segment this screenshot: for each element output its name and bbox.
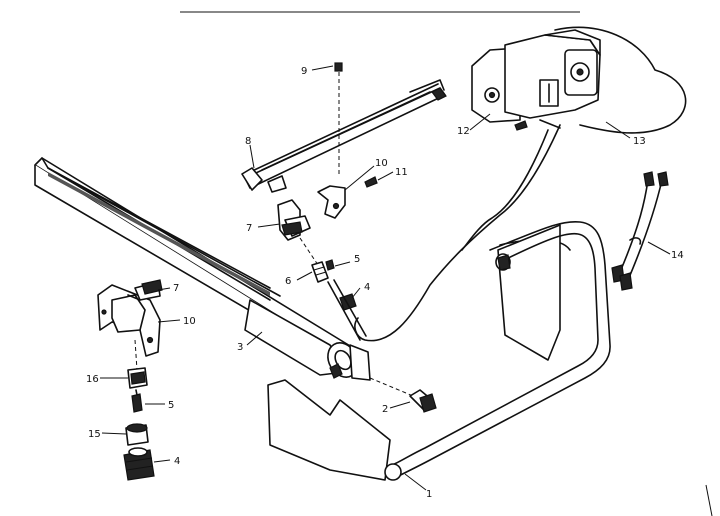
callout-10-lower: 10: [183, 316, 196, 327]
callout-5-upper: 5: [354, 254, 360, 265]
callout-3: 3: [237, 342, 243, 353]
part-4-nut-upper: [327, 279, 367, 341]
part-14-thermocouple-leads: [611, 171, 669, 291]
callout-4-lower: 4: [174, 456, 180, 467]
part-8-burner-bracket: [241, 79, 447, 193]
callout-10-upper: 10: [375, 158, 388, 169]
part-4-fitting-lower: [123, 447, 155, 481]
part-3-main-burner: [34, 157, 371, 381]
part-16-pilot-fitting: [127, 339, 148, 389]
callout-8: 8: [245, 136, 251, 147]
part-1-burner-frame: [267, 220, 611, 481]
callout-7-upper: 7: [246, 223, 252, 234]
part-15-nut-lower: [125, 423, 149, 446]
part-7-pilot-assembly-upper: [277, 199, 321, 269]
part-5-spud-upper: [325, 259, 335, 271]
frame-corner-line: [705, 484, 713, 516]
part-5-spud-lower: [131, 389, 143, 413]
callout-15: 15: [88, 429, 101, 440]
callout-9: 9: [301, 66, 307, 77]
callout-13: 13: [633, 136, 646, 147]
callout-4-upper: 4: [364, 282, 370, 293]
callout-1: 1: [426, 489, 432, 500]
part-9-screw: [334, 62, 343, 175]
callout-2: 2: [382, 404, 388, 415]
callout-11: 11: [395, 167, 408, 178]
leader-lines: [100, 65, 671, 491]
part-2-orifice: [369, 377, 437, 413]
callout-16: 16: [86, 374, 99, 385]
callout-labels: 1 2 3 4 4 5 5 6 7 7 8 9 10 10 11 12 13 1…: [86, 66, 684, 500]
callout-12: 12: [457, 126, 470, 137]
part-10-pilot-bracket-lower: [97, 284, 161, 357]
part-12-gas-valve: [471, 29, 601, 131]
callout-14: 14: [671, 250, 684, 261]
callout-5-lower: 5: [168, 400, 174, 411]
callout-6: 6: [285, 276, 291, 287]
part-7-pilot-hood-lower: [127, 279, 163, 301]
part-6-orifice-fitting: [311, 261, 329, 283]
part-10-pilot-bracket-upper: [317, 176, 378, 219]
callout-7-lower: 7: [173, 283, 179, 294]
